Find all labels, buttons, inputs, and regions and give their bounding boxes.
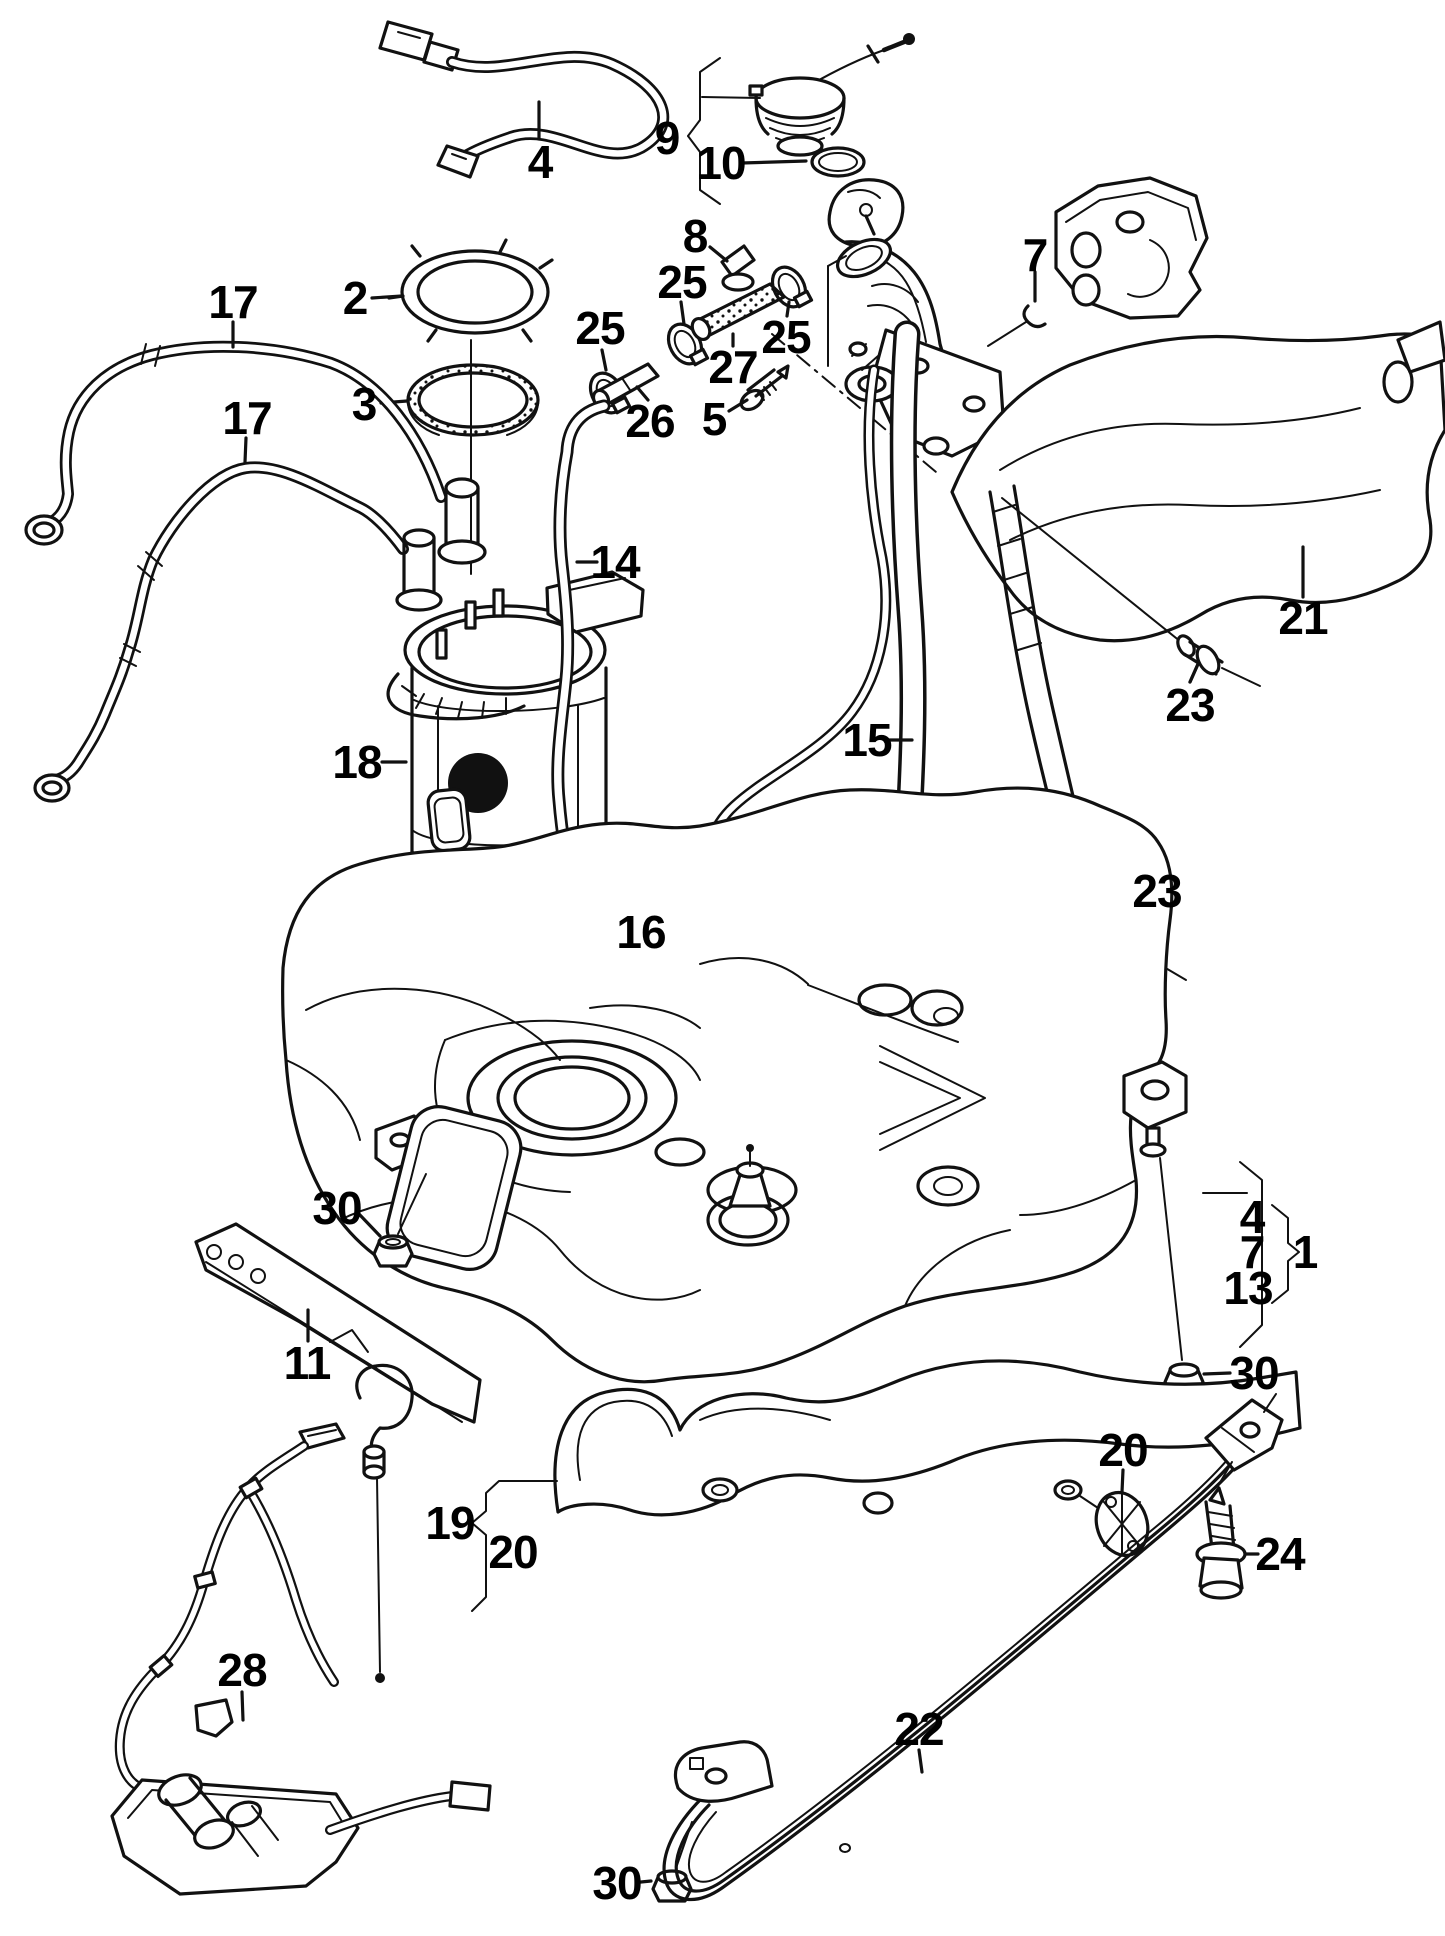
breather-elbow-8 — [708, 244, 756, 292]
fuel-tank-1 — [281, 786, 1188, 1384]
part-callout-1: 1 — [1292, 1226, 1319, 1278]
fuel-hose-17-upper — [24, 320, 447, 546]
part-callout-17: 17 — [222, 392, 272, 444]
callout-brace-1-group — [1202, 1161, 1300, 1348]
part-callout-4: 4 — [527, 136, 554, 188]
part-callout-2: 2 — [342, 272, 369, 324]
part-callout-18: 18 — [332, 736, 382, 788]
part-callout-8: 8 — [682, 210, 709, 262]
part-callout-7: 7 — [1239, 1226, 1266, 1278]
hose-sleeve-27 — [690, 282, 786, 348]
part-callout-30: 30 — [312, 1182, 362, 1234]
part-callout-25: 25 — [657, 256, 707, 308]
nut-30-left — [357, 1173, 427, 1268]
washer-20-right — [1053, 1468, 1150, 1557]
heat-shield-21 — [950, 320, 1445, 643]
tension-strap-22 — [662, 1393, 1284, 1902]
part-callout-24: 24 — [1255, 1528, 1305, 1580]
part-callout-22: 22 — [894, 1703, 944, 1755]
part-callout-13: 13 — [1223, 1262, 1273, 1314]
part-callout-19: 19 — [425, 1497, 475, 1549]
fuel-cap-9 — [748, 33, 915, 157]
callout-brace-9 — [687, 57, 761, 205]
sender-cable-4 — [378, 20, 670, 179]
cap-seal-ring-10 — [740, 146, 866, 178]
fuel-hose-17-lower — [33, 436, 409, 803]
part-callout-16: 16 — [616, 906, 666, 958]
bracket-7 — [987, 176, 1209, 347]
screw-24 — [1195, 1461, 1260, 1600]
leader-lines — [1188, 662, 1200, 684]
part-callout-14: 14 — [590, 536, 640, 588]
screw-5 — [727, 364, 790, 413]
part-callout-10: 10 — [696, 137, 746, 189]
support-strip-11 — [194, 1222, 482, 1424]
part-callout-3: 3 — [351, 378, 378, 430]
part-callout-23: 23 — [1132, 865, 1182, 917]
part-callout-21: 21 — [1278, 592, 1328, 644]
part-callout-9: 9 — [654, 112, 681, 164]
part-callout-30: 30 — [1229, 1347, 1279, 1399]
nut-30-bottom — [639, 1821, 693, 1903]
part-callout-11: 11 — [283, 1337, 332, 1389]
part-callout-28: 28 — [217, 1644, 267, 1696]
part-callout-20: 20 — [488, 1526, 538, 1578]
part-callout-30: 30 — [592, 1857, 642, 1909]
underbody-shield-19 — [471, 1359, 1302, 1612]
part-callout-5: 5 — [701, 393, 728, 445]
part-callout-20: 20 — [1098, 1424, 1148, 1476]
seal-ring-3 — [379, 339, 540, 575]
fuel-pump-module-18 — [380, 477, 645, 1059]
part-callout-7: 7 — [1022, 229, 1049, 281]
part-callout-23: 23 — [1165, 679, 1215, 731]
part-callout-17: 17 — [208, 276, 258, 328]
part-callout-25: 25 — [575, 302, 625, 354]
part-callout-4: 4 — [1239, 1191, 1266, 1243]
part-callout-26: 26 — [625, 395, 675, 447]
part-callout-15: 15 — [842, 714, 892, 766]
part-callout-25: 25 — [761, 311, 811, 363]
wiring-harness-28 — [110, 1363, 492, 1896]
part-callout-27: 27 — [708, 341, 758, 393]
locking-ring-2 — [370, 238, 554, 343]
